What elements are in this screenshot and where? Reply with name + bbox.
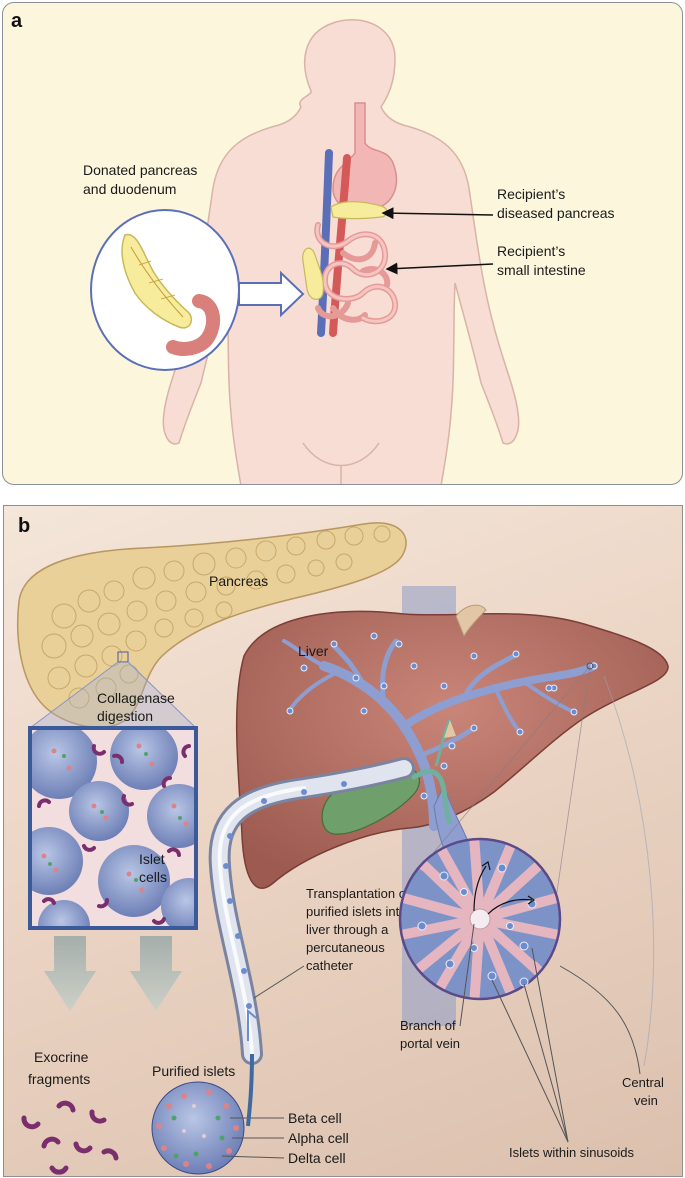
beta-cell-label: Beta cell	[288, 1110, 342, 1126]
svg-text:catheter: catheter	[306, 958, 354, 973]
delta-cell-label: Delta cell	[288, 1150, 346, 1166]
exocrine-arrow	[44, 936, 96, 1011]
zoom-lines	[29, 661, 197, 729]
branch-label-line2: portal vein	[400, 1036, 460, 1051]
vena-cava	[317, 149, 333, 337]
flow-arrows	[473, 861, 536, 915]
donated-duodenum	[166, 294, 221, 356]
exocrine-fragments	[21, 1100, 119, 1175]
donated-label-line2: and duodenum	[83, 181, 176, 197]
central-vein-label-line1: Central	[622, 1075, 664, 1090]
catheter-islets	[223, 781, 347, 1009]
pancreas-label: Pancreas	[209, 573, 268, 589]
transplanted-pancreas	[302, 247, 324, 300]
transplant-label: Transplantation of purified islets into …	[306, 886, 410, 973]
sinusoids-label: Islets within sinusoids	[509, 1145, 634, 1160]
pancreas-organ	[16, 522, 407, 729]
svg-text:purified islets into: purified islets into	[306, 904, 406, 919]
liver-label: Liver	[298, 643, 329, 659]
hepatic-cords	[400, 839, 560, 999]
branch-pointer	[459, 923, 475, 1027]
donated-pancreas	[121, 233, 193, 329]
transplant-pointer	[253, 965, 305, 999]
panel-b-islet-transplant: b Pancreas Collagenase digestion	[3, 505, 683, 1177]
central-vein-pointer	[559, 965, 641, 1075]
intestine-label-line1: Recipient’s	[497, 243, 565, 259]
purified-islets-label: Purified islets	[152, 1063, 235, 1079]
diseased-label-line2: diseased pancreas	[497, 205, 615, 221]
lobule-islets	[417, 863, 537, 987]
svg-text:Transplantation of: Transplantation of	[306, 886, 410, 901]
panel-a-illustration: a	[11, 10, 615, 484]
panel-a-pancreas-transplant: a	[2, 2, 683, 485]
panel-a-letter: a	[11, 10, 23, 32]
panel-b-illustration: b Pancreas Collagenase digestion	[16, 515, 669, 1175]
svg-text:liver through a: liver through a	[306, 922, 389, 937]
purified-arrow	[130, 936, 182, 1011]
islet-cells-label-line2: cells	[139, 869, 167, 885]
portal-vein-branches	[282, 638, 598, 831]
svg-text:percutaneous: percutaneous	[306, 940, 385, 955]
collagenase-label-line1: Collagenase	[97, 690, 175, 706]
digested-islets	[30, 728, 196, 928]
liver-islet-dots	[286, 632, 598, 800]
branch-label-line1: Branch of	[400, 1018, 456, 1033]
alpha-cell-label: Alpha cell	[288, 1130, 349, 1146]
transplant-arrow	[238, 270, 305, 318]
cell-pointer-lines	[221, 1117, 285, 1159]
sinusoids-pointers	[491, 947, 569, 1143]
diseased-label-line1: Recipient’s	[497, 186, 565, 202]
exocrine-label-line1: Exocrine	[34, 1049, 89, 1065]
collagenase-label-line2: digestion	[97, 708, 153, 724]
zoom-marker	[117, 651, 129, 663]
central-vein-label-line2: vein	[634, 1093, 658, 1108]
exocrine-label-line2: fragments	[28, 1071, 90, 1087]
intestine-label-line2: small intestine	[497, 262, 586, 278]
diseased-pancreas-pointer	[381, 207, 494, 220]
panel-b-letter: b	[18, 515, 30, 537]
donated-label-line1: Donated pancreas	[83, 162, 197, 178]
pancreas-lobules	[41, 525, 391, 709]
purified-islet	[151, 1081, 245, 1175]
intestine-pointer	[385, 262, 494, 275]
lobule-zoom-lines	[413, 665, 591, 927]
islet-cells-label-line1: Islet	[139, 851, 165, 867]
